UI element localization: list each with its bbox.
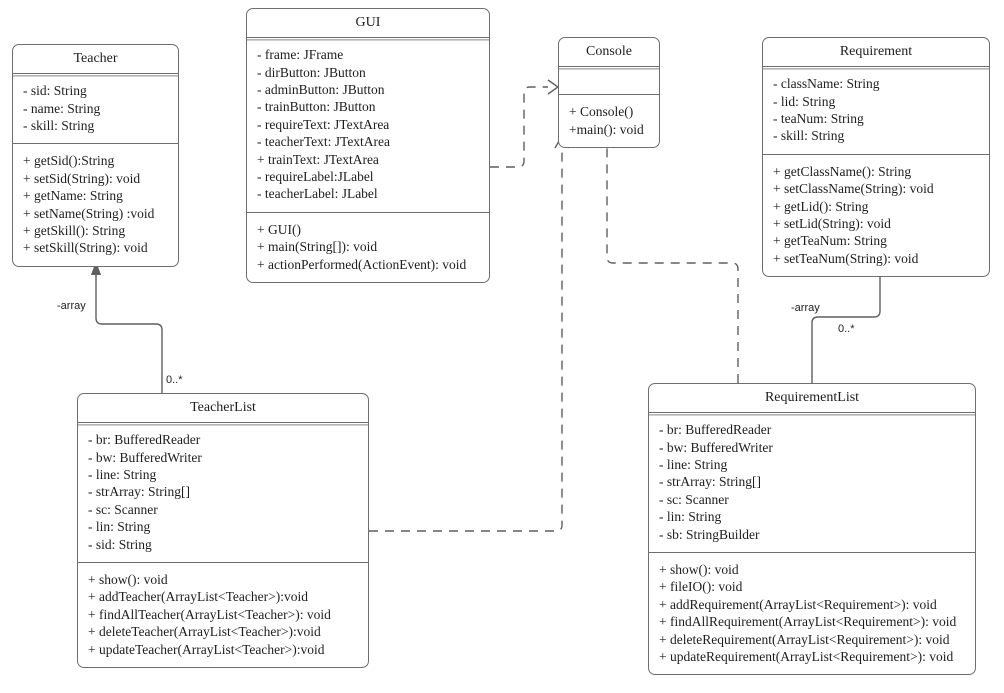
class-title-requirement: Requirement	[763, 38, 989, 68]
class-attribute: - trainButton: JButton	[257, 99, 376, 115]
class-box-requirement[interactable]: Requirement - className: String - lid: S…	[762, 37, 990, 278]
edge-gui-to-console	[490, 79, 560, 168]
class-method: + main(String[]): void	[257, 239, 378, 255]
class-attribute: - name: String	[23, 100, 101, 116]
class-attribute: + trainText: JTextArea	[257, 151, 379, 167]
class-method: + findAllRequirement(ArrayList<Requireme…	[659, 614, 957, 630]
edge-teacherlist-to-teacher	[91, 261, 163, 393]
class-method: + actionPerformed(ActionEvent): void	[257, 256, 467, 272]
class-attribute: - adminButton: JButton	[257, 81, 385, 97]
class-attribute: - lin: String	[659, 509, 722, 525]
class-method: + deleteRequirement(ArrayList<Requiremen…	[659, 631, 950, 647]
edge-label-requirement-multiplicity: 0..*	[838, 323, 855, 335]
class-method: + updateTeacher(ArrayList<Teacher>):void	[88, 641, 325, 657]
class-attribute: - teacherLabel: JLabel	[257, 186, 378, 202]
class-method: + getName: String	[23, 188, 123, 204]
class-attributes-requirementlist: - br: BufferedReader - bw: BufferedWrite…	[649, 413, 975, 553]
class-attribute: - sid: String	[88, 536, 152, 552]
class-method: + getLid(): String	[773, 198, 869, 214]
class-methods-requirement: + getClassName(): String + setClassName(…	[763, 155, 989, 276]
edge-label-requirement-array: -array	[791, 302, 820, 314]
class-attribute: - skill: String	[23, 117, 95, 133]
class-attribute: - sc: Scanner	[659, 491, 729, 507]
edge-gui-to-console-arrowhead	[547, 79, 560, 95]
class-method: + getSid():String	[23, 153, 115, 169]
class-method: + getTeaNum: String	[773, 233, 887, 249]
class-attribute: - strArray: String[]	[659, 474, 761, 490]
class-method: + getSkill(): String	[23, 222, 126, 238]
class-box-teacherlist[interactable]: TeacherList - br: BufferedReader - bw: B…	[77, 393, 369, 668]
class-methods-console: + Console() +main(): void	[559, 95, 659, 147]
edge-label-teacher-multiplicity: 0..*	[166, 374, 183, 386]
class-attribute: - line: String	[88, 466, 157, 482]
class-attribute: - frame: JFrame	[257, 47, 344, 63]
class-attribute: - requireLabel:JLabel	[257, 168, 374, 184]
edge-gui-to-console-line	[490, 86, 548, 168]
class-attribute: - strArray: String[]	[88, 484, 190, 500]
class-attribute: - lin: String	[88, 519, 151, 535]
class-method: + getClassName(): String	[773, 163, 912, 179]
class-attribute: - requireText: JTextArea	[257, 116, 390, 132]
class-attribute: - bw: BufferedWriter	[659, 439, 773, 455]
class-attribute: - teacherText: JTextArea	[257, 134, 391, 150]
class-methods-gui: + GUI() + main(String[]): void + actionP…	[247, 213, 489, 282]
class-methods-teacher: + getSid():String + setSid(String): void…	[13, 144, 178, 265]
class-attribute: - br: BufferedReader	[659, 422, 772, 438]
class-method: + addTeacher(ArrayList<Teacher>):void	[88, 589, 308, 605]
class-attributes-console	[559, 67, 659, 96]
class-method: + setSkill(String): void	[23, 240, 148, 256]
edge-label-teacher-array: -array	[57, 300, 86, 312]
class-attribute: - teaNum: String	[773, 110, 864, 126]
class-method: + show(): void	[659, 561, 739, 577]
class-attribute: - sc: Scanner	[88, 501, 158, 517]
class-attributes-teacher: - sid: String - name: String - skill: St…	[13, 74, 178, 145]
class-method: + GUI()	[257, 221, 301, 237]
class-title-console: Console	[559, 38, 659, 68]
edge-requirementlist-to-console-line	[606, 148, 739, 383]
class-method: + setName(String) :void	[23, 205, 155, 221]
class-method: + show(): void	[88, 571, 168, 587]
class-title-teacherlist: TeacherList	[78, 394, 368, 424]
class-attribute: - skill: String	[773, 128, 845, 144]
class-box-gui[interactable]: GUI - frame: JFrame - dirButton: JButton…	[246, 8, 490, 283]
class-method: + fileIO(): void	[659, 579, 743, 595]
class-attributes-gui: - frame: JFrame - dirButton: JButton - a…	[247, 38, 489, 213]
class-attribute: - sb: StringBuilder	[659, 526, 760, 542]
class-methods-requirementlist: + show(): void + fileIO(): void + addReq…	[649, 553, 975, 674]
class-method: + setSid(String): void	[23, 170, 141, 186]
class-method: + deleteTeacher(ArrayList<Teacher>):void	[88, 624, 321, 640]
class-box-console[interactable]: Console + Console() +main(): void	[558, 37, 660, 148]
class-method: + setClassName(String): void	[773, 181, 934, 197]
class-attributes-requirement: - className: String - lid: String - teaN…	[763, 67, 989, 155]
class-attribute: - line: String	[659, 456, 728, 472]
edge-teacherlist-to-teacher-line	[95, 272, 163, 393]
class-attribute: - bw: BufferedWriter	[88, 449, 202, 465]
class-attribute: - dirButton: JButton	[257, 64, 366, 80]
class-methods-teacherlist: + show(): void + addTeacher(ArrayList<Te…	[78, 563, 368, 667]
class-method: + setLid(String): void	[773, 215, 891, 231]
class-attribute: - lid: String	[773, 93, 836, 109]
class-attribute: - sid: String	[23, 83, 87, 99]
edge-requirementlist-to-console	[599, 134, 739, 383]
class-method: + setTeaNum(String): void	[773, 250, 919, 266]
class-title-teacher: Teacher	[13, 45, 178, 75]
class-attribute: - br: BufferedReader	[88, 432, 201, 448]
class-method: + findAllTeacher(ArrayList<Teacher>): vo…	[88, 606, 331, 622]
class-box-requirementlist[interactable]: RequirementList - br: BufferedReader - b…	[648, 383, 976, 676]
class-title-requirementlist: RequirementList	[649, 384, 975, 414]
class-method: +main(): void	[569, 121, 644, 137]
class-title-gui: GUI	[247, 9, 489, 39]
class-attributes-teacherlist: - br: BufferedReader - bw: BufferedWrite…	[78, 423, 368, 563]
class-method: + updateRequirement(ArrayList<Requiremen…	[659, 648, 954, 664]
class-method: + addRequirement(ArrayList<Requirement>)…	[659, 596, 937, 612]
class-method: + Console()	[569, 104, 634, 120]
class-attribute: - className: String	[773, 76, 880, 92]
class-box-teacher[interactable]: Teacher - sid: String - name: String - s…	[12, 44, 179, 267]
